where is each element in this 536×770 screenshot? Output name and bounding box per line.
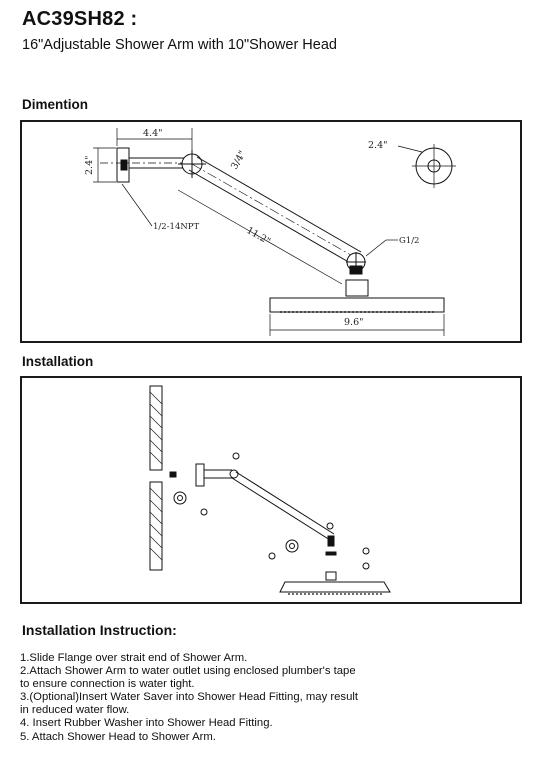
water-saver [285,539,299,553]
label-flange-width: 4.4" [143,128,162,139]
instruction-step-3: 3.(Optional)Insert Water Saver into Show… [20,691,358,704]
wall-lower [149,481,163,571]
callout-marker [362,547,370,555]
installation-drawing [149,385,391,595]
tape-roll-core [177,495,183,501]
install-flange [195,463,205,487]
callout-marker [268,552,276,560]
leader-line [397,145,423,153]
installation-section-title: Installation [22,354,94,369]
instruction-step-1: 1.Slide Flange over strait end of Shower… [20,652,248,664]
install-head-connector [325,571,337,581]
label-arm-length: 11.2" [245,225,273,247]
dimension-panel [20,120,522,343]
arm-angled-centerline [191,163,357,259]
rubber-washer [325,551,337,556]
flange-nut [120,159,128,171]
install-arm-angled-bottom [231,477,331,541]
water-saver-core [289,543,295,549]
install-shower-head [279,581,391,593]
leader-line [365,239,387,257]
callout-marker [362,562,370,570]
wall-fitting [169,471,177,478]
instruction-step-3-continued: in reduced water flow. [20,704,130,717]
label-thread-outlet: G1/2 [399,236,419,246]
instruction-step-2: 2.Attach Shower Arm to water outlet usin… [20,665,356,678]
label-head-diameter: 9.6" [344,317,363,328]
callout-marker [326,522,334,530]
wall-upper [149,385,163,471]
dim-line [177,189,343,285]
arm-angled-top [196,156,362,253]
instruction-step-5: 5. Attach Shower Head to Shower Arm. [20,730,216,743]
install-arm-angled-top [235,471,335,535]
label-arm-diameter: 3/4" [229,149,248,172]
product-subtitle: 16"Adjustable Shower Arm with 10"Shower … [22,37,337,53]
label-flange-height: 2.4" [84,156,95,175]
dimension-drawing [93,128,456,336]
instruction-section-title: Installation Instruction: [22,622,177,638]
tape-roll [173,491,187,505]
installation-panel [20,376,522,604]
head-connector [345,279,369,297]
label-thread-inlet: 1/2-14NPT [153,222,200,232]
product-model: AC39SH82 : [22,8,138,30]
install-joint [229,469,239,479]
instruction-list: 1.Slide Flange over strait end of Shower… [20,652,520,744]
install-outlet-nut [327,535,335,547]
dimension-section-title: Dimention [22,97,88,112]
arm-angled-bottom [188,169,353,265]
callout-marker [232,452,240,460]
shower-head-body [269,297,445,313]
instruction-step-2-continued: to ensure connection is water tight. [20,678,195,691]
leader-line [121,183,153,227]
outlet-nut [349,265,363,275]
instruction-step-4: 4. Insert Rubber Washer into Shower Head… [20,717,273,730]
callout-marker [200,508,208,516]
label-flange-diameter: 2.4" [368,140,387,151]
